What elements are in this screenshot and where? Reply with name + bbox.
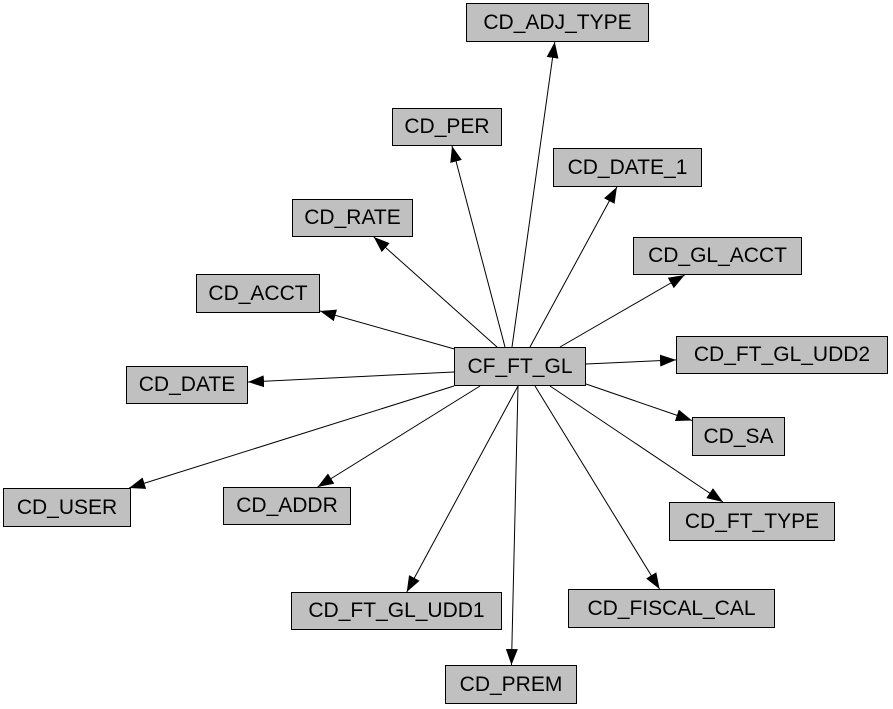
entity-cd-sa[interactable]: CD_SA	[692, 417, 785, 456]
edge-arrow	[585, 383, 693, 421]
entity-cd-addr[interactable]: CD_ADDR	[223, 487, 351, 525]
edge-arrow	[317, 385, 481, 488]
entity-cd-date-1[interactable]: CD_DATE_1	[553, 148, 702, 187]
edge-arrow	[406, 385, 519, 593]
edge-arrow	[505, 385, 519, 666]
edge-arrow	[373, 236, 498, 348]
entity-cd-ft-gl-udd1[interactable]: CD_FT_GL_UDD1	[291, 592, 502, 630]
entity-cd-ft-type[interactable]: CD_FT_TYPE	[669, 502, 835, 541]
entity-cd-acct[interactable]: CD_ACCT	[196, 274, 320, 313]
entity-cf-ft-gl[interactable]: CF_FT_GL	[454, 347, 586, 386]
edge-arrow	[534, 385, 660, 590]
entity-cd-fiscal-cal[interactable]: CD_FISCAL_CAL	[568, 589, 775, 628]
entity-cd-gl-acct[interactable]: CD_GL_ACCT	[633, 237, 802, 275]
edge-arrow	[549, 385, 724, 503]
entity-cd-ft-gl-udd2[interactable]: CD_FT_GL_UDD2	[676, 336, 888, 374]
entity-cd-prem[interactable]: CD_PREM	[445, 665, 577, 704]
entity-cd-user[interactable]: CD_USER	[3, 488, 131, 527]
entity-cd-date[interactable]: CD_DATE	[126, 366, 248, 404]
edge-arrow	[128, 385, 455, 489]
edge-arrow	[450, 145, 506, 348]
entity-cd-per[interactable]: CD_PER	[392, 108, 502, 146]
edge-arrow	[319, 309, 459, 351]
edge-arrow	[511, 41, 559, 348]
entity-cd-adj-type[interactable]: CD_ADJ_TYPE	[466, 3, 649, 42]
edge-arrow	[559, 274, 685, 348]
entity-cd-rate[interactable]: CD_RATE	[292, 199, 413, 237]
edge-arrow	[585, 354, 677, 367]
edge-arrow	[247, 371, 455, 388]
edge-arrow	[529, 186, 618, 348]
